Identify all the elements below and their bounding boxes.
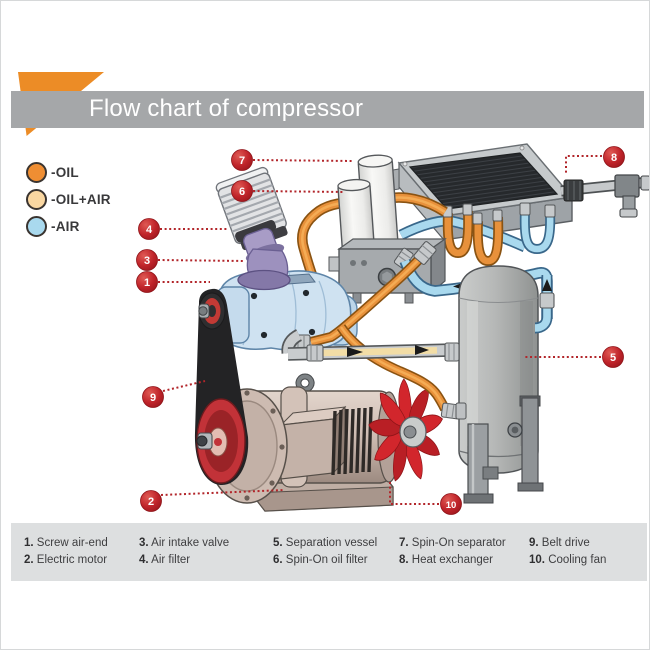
parts-column: 9. Belt drive 10. Cooling fan: [529, 535, 606, 569]
legend-item: -OIL: [26, 159, 111, 186]
pipe-oil-air-discharge: [281, 329, 454, 362]
heat-exchanger: [386, 143, 574, 242]
callout-marker-10: 10: [389, 481, 462, 515]
callout-marker-7: 7: [231, 149, 353, 171]
part-label: 9. Belt drive: [529, 537, 590, 549]
svg-text:6: 6: [239, 186, 245, 198]
legend-label: -OIL: [51, 165, 79, 180]
air-outlet-fitting: [560, 174, 649, 218]
part-label: 1. Screw air-end: [24, 537, 108, 549]
legend-color-dot-icon: [26, 189, 47, 210]
svg-text:10: 10: [446, 500, 457, 511]
cooling-fan: [368, 378, 443, 482]
belt-drive: [194, 288, 249, 485]
parts-column: 1. Screw air-end 2. Electric motor: [24, 535, 108, 569]
page-title: Flow chart of compressor: [89, 95, 364, 122]
flow-legend: -OIL -OIL+AIR -AIR: [26, 159, 111, 240]
separation-vessel: [444, 265, 544, 504]
parts-column: 7. Spin-On separator 8. Heat exchanger: [399, 535, 506, 569]
cooler-u-pipes: [442, 202, 556, 267]
parts-column: 5. Separation vessel 6. Spin-On oil filte…: [273, 535, 377, 569]
legend-item: -OIL+AIR: [26, 186, 111, 213]
svg-text:9: 9: [150, 392, 156, 404]
part-label: 2. Electric motor: [24, 554, 108, 566]
parts-column: 3. Air intake valve 4. Air filter: [139, 535, 229, 569]
pipe-air-into-vessel: [534, 275, 555, 334]
legend-label: -AIR: [51, 219, 80, 234]
callout-marker-8: 8: [565, 146, 625, 175]
parts-legend: 1. Screw air-end 2. Electric motor 3. Air …: [11, 523, 647, 581]
svg-text:5: 5: [610, 352, 616, 364]
part-label: 8. Heat exchanger: [399, 554, 493, 566]
part-label: 7. Spin-On separator: [399, 537, 506, 549]
svg-text:4: 4: [146, 224, 153, 236]
svg-text:1: 1: [144, 277, 150, 289]
title-bar: Flow chart of compressor: [11, 91, 644, 128]
svg-text:8: 8: [611, 152, 617, 164]
legend-color-dot-icon: [26, 216, 47, 237]
callout-marker-5: 5: [525, 346, 624, 368]
callout-marker-4: 4: [138, 218, 228, 240]
callout-marker-2: 2: [140, 489, 286, 512]
part-label: 6. Spin-On oil filter: [273, 554, 368, 566]
air-intake-valve: [235, 220, 291, 291]
part-label: 10. Cooling fan: [529, 554, 607, 566]
callout-marker-6: 6: [231, 180, 346, 202]
part-label: 4. Air filter: [139, 554, 191, 566]
callout-marker-9: 9: [142, 380, 206, 408]
part-label: 3. Air intake valve: [139, 537, 230, 549]
svg-text:2: 2: [148, 496, 154, 508]
callout-marker-3: 3: [136, 249, 245, 271]
part-label: 5. Separation vessel: [273, 537, 378, 549]
legend-color-dot-icon: [26, 162, 47, 183]
legend-label: -OIL+AIR: [51, 192, 111, 207]
legend-item: -AIR: [26, 213, 111, 240]
svg-text:3: 3: [144, 255, 150, 267]
svg-text:7: 7: [239, 155, 245, 167]
callout-marker-1: 1: [136, 271, 210, 293]
callout-layer: 1 2 3 4 5 6 7 8 9 10: [136, 146, 625, 515]
